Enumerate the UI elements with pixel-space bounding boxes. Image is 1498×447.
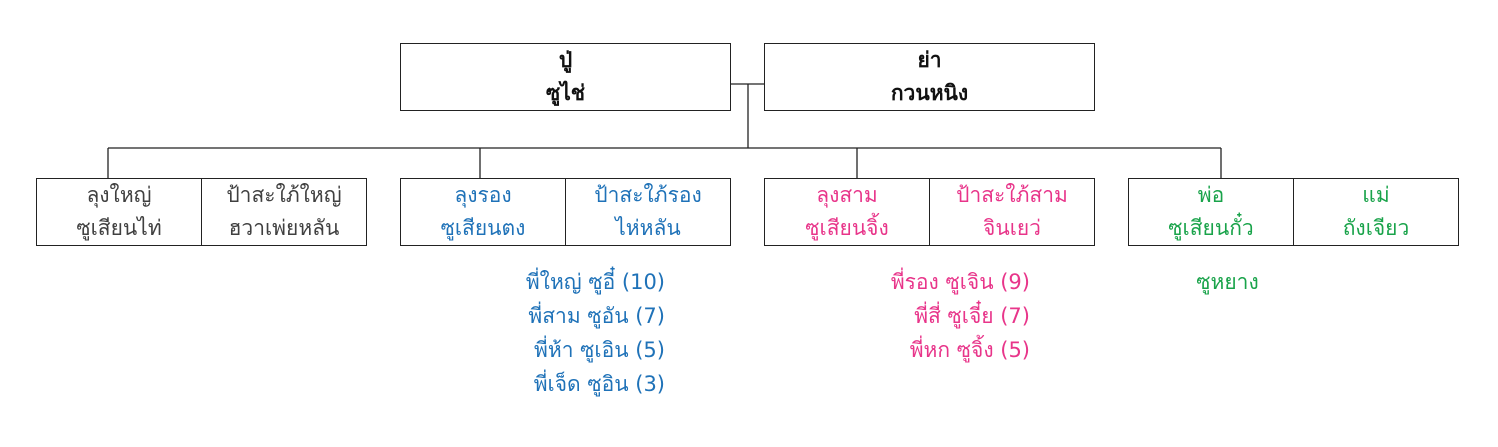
child-item: ซูหยาง [1196,270,1259,294]
family-3-husband-box: ลุงสาม ซูเสียนจิ้ง [764,178,930,246]
grandmother-role: ย่า [917,48,942,72]
grandfather-box: ปู่ ซูไช่ [400,43,731,111]
family-2-husband-role: ลุงรอง [454,183,512,207]
family-1-wife-box: ป้าสะใภ้ใหญ่ ฮวาเพ่ยหลัน [201,178,367,246]
grandfather-name: ซูไช่ [545,81,586,105]
child-item: พี่สาม ซูอัน (7) [528,304,665,328]
family-2-wife-role: ป้าสะใภ้รอง [594,183,702,207]
grandfather-role: ปู่ [558,48,573,72]
family-2-wife-name: ไห่หลัน [615,216,681,240]
child-item: พี่หก ซูจิ้ง (5) [909,338,1030,362]
family-2-husband-box: ลุงรอง ซูเสียนตง [400,178,566,246]
family-3-husband-name: ซูเสียนจิ้ง [805,216,889,240]
family-1-husband-role: ลุงใหญ่ [86,183,152,207]
family-4-husband-role: พ่อ [1197,183,1225,207]
family-3-husband-role: ลุงสาม [816,183,878,207]
grandmother-name: กวนหนิง [890,81,969,105]
family-3-children-list: พี่รอง ซูเจิน (9) พี่สี่ ซูเจี๋ย (7) พี่… [835,265,1030,367]
family-4-husband-name: ซูเสียนกั๋ว [1168,216,1254,240]
child-item: พี่สี่ ซูเจี๋ย (7) [914,304,1030,328]
child-item: พี่ใหญ่ ซูอี๋ (10) [525,270,665,294]
family-4-wife-role: แม่ [1362,183,1390,207]
family-2-husband-name: ซูเสียนตง [440,216,526,240]
family-1-husband-box: ลุงใหญ่ ซูเสียนไท่ [36,178,202,246]
child-item: พี่เจ็ด ซูอิน (3) [533,372,665,396]
family-1-husband-name: ซูเสียนไท่ [76,216,162,240]
family-4-wife-name: ถังเจียว [1342,216,1410,240]
family-3-wife-role: ป้าสะใภ้สาม [956,183,1068,207]
family-2-wife-box: ป้าสะใภ้รอง ไห่หลัน [565,178,731,246]
family-4-children-list: ซูหยาง [1160,265,1295,299]
family-3-wife-box: ป้าสะใภ้สาม จินเยว่ [929,178,1095,246]
grandmother-box: ย่า กวนหนิง [764,43,1095,111]
family-1-wife-role: ป้าสะใภ้ใหญ่ [226,183,342,207]
child-item: พี่ห้า ซูเอิน (5) [534,338,665,362]
family-2-children-list: พี่ใหญ่ ซูอี๋ (10) พี่สาม ซูอัน (7) พี่ห… [470,265,665,401]
family-1-wife-name: ฮวาเพ่ยหลัน [228,216,340,240]
family-4-wife-box: แม่ ถังเจียว [1293,178,1459,246]
family-4-husband-box: พ่อ ซูเสียนกั๋ว [1128,178,1294,246]
child-item: พี่รอง ซูเจิน (9) [890,270,1030,294]
family-3-wife-name: จินเยว่ [983,216,1041,240]
